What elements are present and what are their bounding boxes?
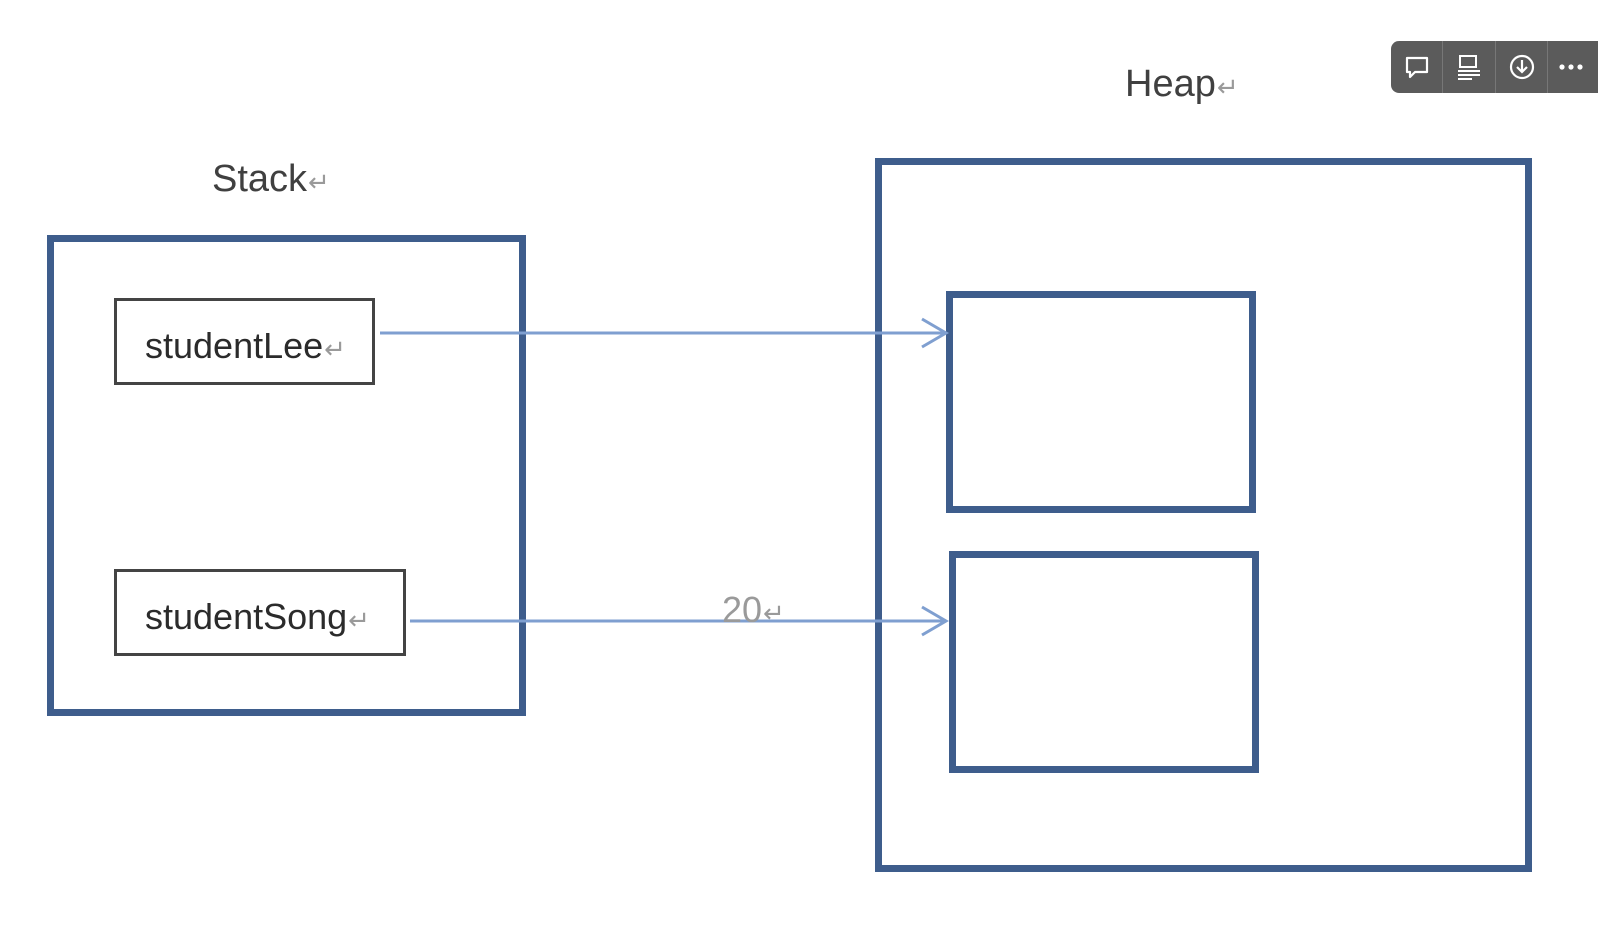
- paragraph-mark: ↵: [324, 334, 346, 364]
- stack-variable-lee: studentLee↵: [114, 298, 375, 385]
- heap-object-lee: [946, 291, 1256, 513]
- heap-object-song: [949, 551, 1259, 773]
- variable-label: studentLee: [145, 325, 324, 366]
- paragraph-mark: ↵: [348, 605, 370, 635]
- layout-button[interactable]: [1443, 41, 1496, 93]
- heap-frame: [875, 158, 1532, 872]
- arrowhead-song: [921, 605, 949, 637]
- stack-title: Stack↵: [212, 158, 330, 200]
- stack-frame: [47, 235, 526, 716]
- paragraph-mark: ↵: [308, 167, 330, 197]
- comment-icon: [1405, 56, 1428, 79]
- download-button[interactable]: [1496, 41, 1549, 93]
- stack-variable-song: studentSong↵: [114, 569, 406, 656]
- heap-title: Heap↵: [1125, 63, 1239, 105]
- arrowhead-lee: [921, 317, 949, 349]
- download-icon: [1509, 54, 1534, 80]
- image-toolbar: [1391, 41, 1598, 93]
- arrow-annotation: 20↵: [722, 589, 785, 630]
- more-icon: [1559, 64, 1584, 70]
- layout-icon: [1458, 55, 1481, 80]
- variable-label: studentSong: [145, 596, 348, 637]
- paragraph-mark: ↵: [763, 598, 785, 628]
- comment-button[interactable]: [1391, 41, 1444, 93]
- more-button[interactable]: [1548, 41, 1598, 93]
- paragraph-mark: ↵: [1216, 72, 1239, 102]
